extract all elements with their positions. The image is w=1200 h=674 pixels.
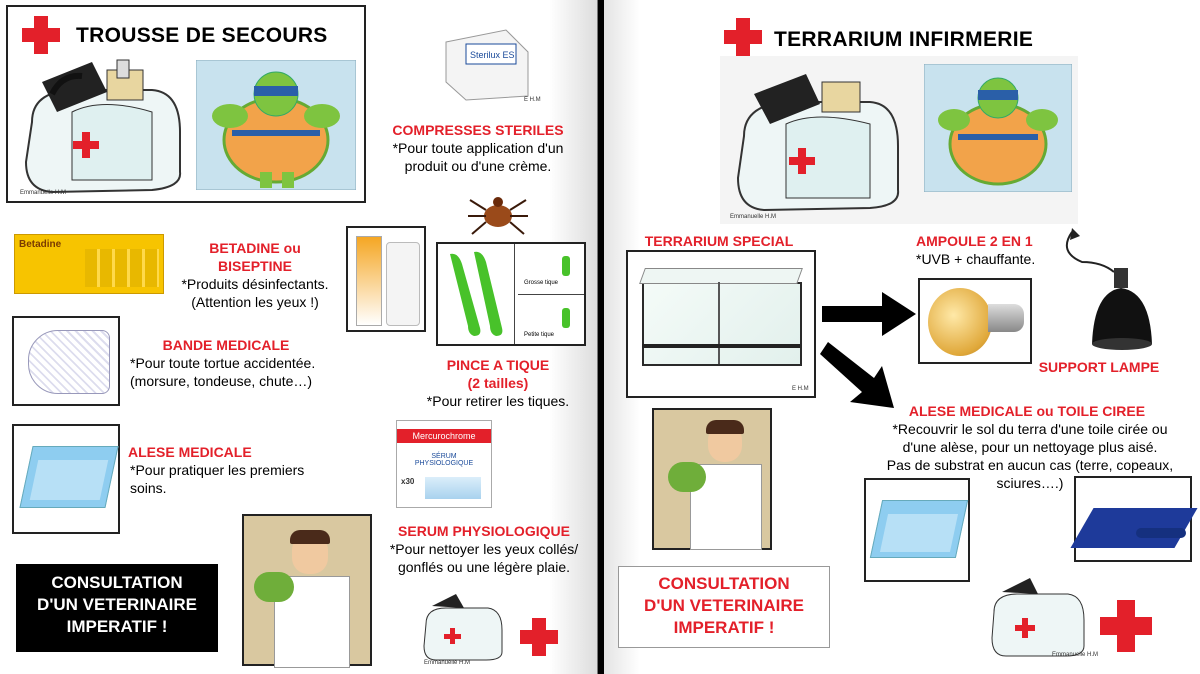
- compress-label: Sterilux ES: [470, 50, 515, 60]
- uvb-bulb-image: [918, 278, 1032, 364]
- compresses-heading: COMPRESSES STERILES: [392, 122, 564, 138]
- alese-toile-desc-4: sciures….): [996, 475, 1064, 491]
- ampoule-desc: *UVB + chauffante.: [916, 251, 1036, 267]
- terrarium-heading: TERRARIUM SPECIAL: [644, 233, 794, 249]
- consultation-line-1: CONSULTATION: [658, 574, 790, 593]
- arrow-right-icon: [822, 292, 916, 336]
- consultation-line-2: D'UN VETERINAIRE: [37, 595, 197, 614]
- left-page: TROUSSE DE SECOURS Emmanuelle H.M Steril…: [0, 0, 598, 674]
- consultation-line-3: IMPERATIF !: [66, 617, 168, 636]
- alese-toile-desc-3: Pas de substrat en aucun cas (terre, cop…: [886, 457, 1174, 473]
- credit-text: Emmanuelle H.M: [20, 190, 67, 196]
- ampoule-heading: AMPOULE 2 EN 1: [916, 233, 1033, 249]
- red-cross-icon: [1100, 600, 1152, 652]
- serum-desc-2: gonflés ou une légère plaie.: [397, 559, 571, 575]
- serum-desc-1: *Pour nettoyer les yeux collés/: [389, 541, 579, 557]
- arrow-down-right-icon: [820, 342, 894, 408]
- consultation-banner: CONSULTATION D'UN VETERINAIRE IMPERATIF …: [618, 566, 830, 648]
- veterinarian-image: [242, 514, 372, 668]
- terrarium-image: E H.M: [626, 250, 816, 398]
- right-page: TERRARIUM INFIRMERIE Emmanuelle H.M TERR…: [604, 0, 1200, 674]
- compresses-desc-1: *Pour toute application d'un: [392, 140, 564, 156]
- bande-desc-1: *Pour toute tortue accidentée.: [130, 355, 316, 371]
- oilcloth-roll-image: [1070, 476, 1198, 562]
- consultation-banner: CONSULTATION D'UN VETERINAIRE IMPERATIF …: [16, 564, 218, 652]
- veterinarian-image: [652, 408, 772, 550]
- serum-heading: SERUM PHYSIOLOGIQUE: [398, 523, 570, 539]
- consultation-line-2: D'UN VETERINAIRE: [644, 596, 804, 615]
- page-title: TERRARIUM INFIRMERIE: [774, 28, 1034, 51]
- pince-heading-1: PINCE A TIQUE: [446, 357, 550, 373]
- betadine-desc-1: *Produits désinfectants.: [181, 276, 329, 292]
- turtle-patient-image: [196, 60, 356, 190]
- consultation-line-3: IMPERATIF !: [673, 618, 775, 637]
- first-aid-bag-small-image: [991, 578, 1085, 657]
- red-cross-icon: [520, 618, 558, 656]
- first-aid-bag-image: [736, 74, 900, 212]
- alese-toile-desc-1: *Recouvrir le sol du terra d'une toile c…: [892, 421, 1168, 437]
- first-aid-bag-small-image: [423, 594, 503, 661]
- bandage-image: [12, 316, 120, 406]
- alese-toile-desc-2: d'une alèse, pour un nettoyage plus aisé…: [902, 439, 1158, 455]
- biseptine-image: [346, 226, 426, 332]
- alese-pads-image: [12, 424, 120, 534]
- alese-heading: ALESE MEDICALE: [128, 444, 252, 460]
- bande-desc-2: (morsure, tondeuse, chute…): [130, 373, 313, 389]
- credit-small-text: E H.M: [524, 97, 541, 103]
- serum-box-image: Mercurochrome SÉRUM PHYSIOLOGIQUE x30: [396, 420, 492, 508]
- compresses-desc-2: produit ou d'une crème.: [404, 158, 552, 174]
- turtle-patient-image: [924, 64, 1072, 192]
- page-title: TROUSSE DE SECOURS: [76, 24, 328, 47]
- tick-icon: [468, 197, 528, 235]
- red-cross-icon: [724, 18, 762, 56]
- betadine-heading-2: BISEPTINE: [218, 258, 292, 274]
- betadine-heading-1: BETADINE ou: [209, 240, 301, 256]
- red-cross-icon: [22, 16, 60, 54]
- betadine-box-image: Betadine: [14, 234, 164, 294]
- tick-tweezers-image: Grosse tique Petite tique: [436, 242, 586, 346]
- compresses-package-image: Sterilux ES: [445, 29, 529, 101]
- first-aid-bag-image: [24, 59, 182, 194]
- alese-desc-1: *Pour pratiquer les premiers: [130, 462, 305, 478]
- alese-desc-2: soins.: [130, 480, 167, 496]
- betadine-desc-2: (Attention les yeux !): [191, 294, 319, 310]
- lamp-support-image: [1065, 228, 1152, 350]
- support-heading: SUPPORT LAMPE: [1038, 359, 1160, 375]
- consultation-line-1: CONSULTATION: [51, 573, 183, 592]
- alese-toile-heading: ALESE MEDICALE ou TOILE CIREE: [908, 403, 1146, 419]
- pince-desc: *Pour retirer les tiques.: [426, 393, 570, 409]
- pince-heading-2: (2 tailles): [467, 375, 529, 391]
- bande-heading: BANDE MEDICALE: [162, 337, 290, 353]
- alese-pads-image: [864, 478, 970, 582]
